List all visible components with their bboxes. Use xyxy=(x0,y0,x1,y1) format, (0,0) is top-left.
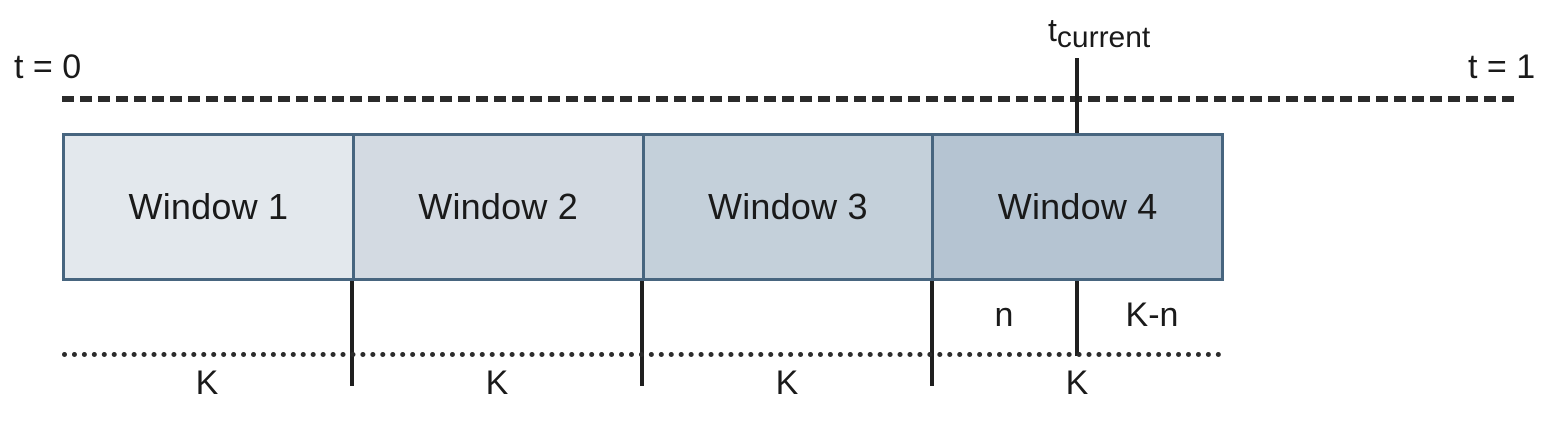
window-label-2: Window 2 xyxy=(418,186,578,227)
current-time-label: tcurrent xyxy=(1048,12,1150,53)
timeline-dashed-axis xyxy=(62,96,1514,102)
window-cell-4: Window 4 xyxy=(934,136,1221,278)
window-label-4: Window 4 xyxy=(997,186,1158,227)
current-time-marker-bottom xyxy=(1075,281,1079,356)
window-label-3: Window 3 xyxy=(708,186,868,227)
current-time-label-base: t xyxy=(1048,12,1057,48)
window-cell-1: Window 1 xyxy=(65,136,355,278)
window-band: Window 1 Window 2 Window 3 Window 4 xyxy=(62,133,1224,281)
segment-label-k-1: K xyxy=(195,364,219,402)
segment-label-k-minus-n: K-n xyxy=(1125,296,1179,334)
timeline-end-label: t = 1 xyxy=(1468,48,1536,86)
window-cell-3: Window 3 xyxy=(644,136,935,278)
segment-label-k-3: K xyxy=(775,364,799,402)
segment-label-k-2: K xyxy=(485,364,509,402)
segment-label-n: n xyxy=(994,296,1014,334)
window-boundary-tick-1 xyxy=(350,281,354,386)
window-cell-2: Window 2 xyxy=(354,136,645,278)
current-time-label-subscript: current xyxy=(1056,21,1151,54)
window-boundary-tick-3 xyxy=(930,281,934,386)
window-label-1: Window 1 xyxy=(128,186,289,227)
timeline-start-label: t = 0 xyxy=(14,48,82,86)
window-boundary-tick-2 xyxy=(640,281,644,386)
segment-label-k-4: K xyxy=(1065,364,1089,402)
current-time-marker-top xyxy=(1075,58,1079,134)
measurement-ruler xyxy=(62,352,1222,357)
